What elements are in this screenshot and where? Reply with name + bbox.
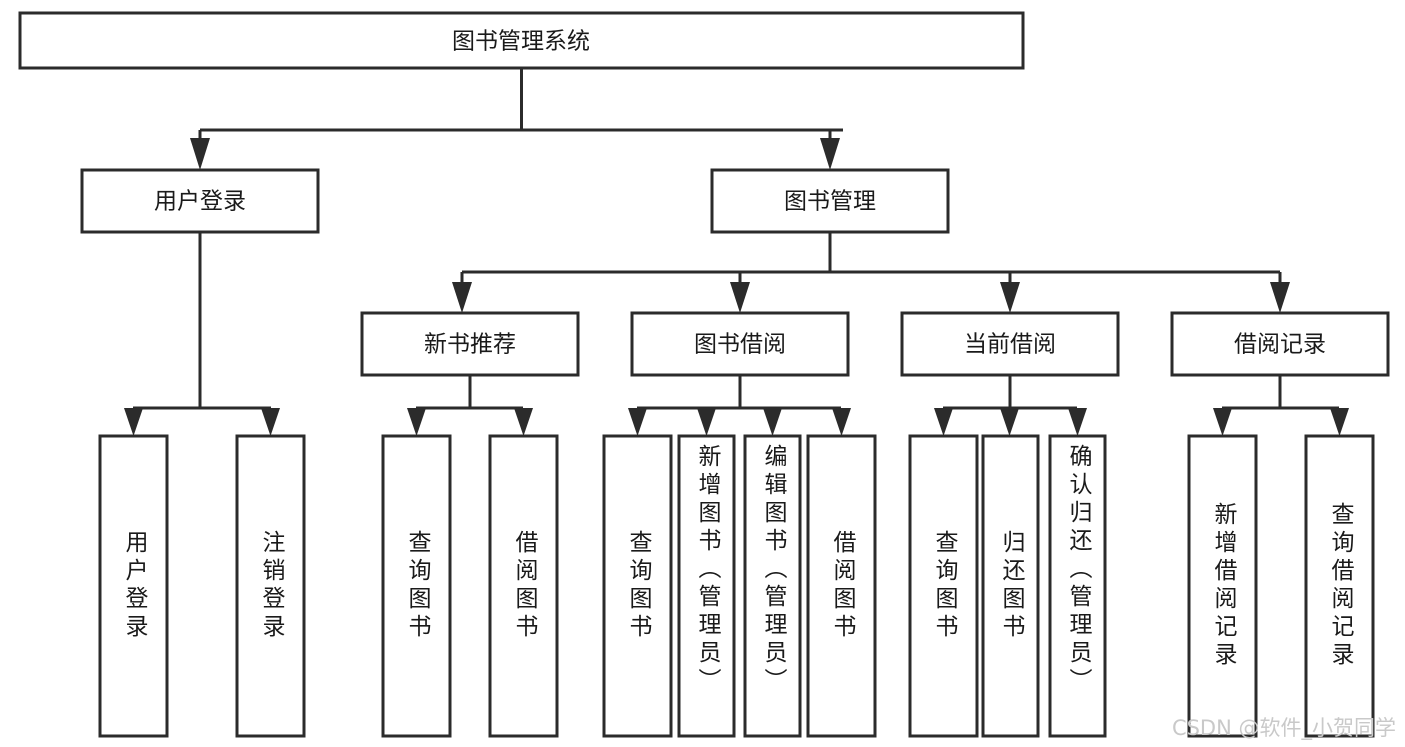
node-user-login-label: 用户登录 — [154, 189, 246, 215]
arrowhead-leaf-confirm-return — [1068, 408, 1087, 436]
node-book-borrow-box[interactable] — [630, 311, 850, 377]
leaf-box-query-record[interactable] — [1304, 434, 1375, 738]
connector-group-book-borrow — [628, 375, 851, 436]
leaf-box-logout-login[interactable] — [235, 434, 306, 738]
arrowhead-leaf-logout-login — [261, 408, 280, 436]
arrowhead-borrow-record — [1270, 282, 1290, 313]
leaf-box-borrow-book-1[interactable] — [488, 434, 559, 738]
arrowhead-leaf-borrow-book-1 — [514, 408, 533, 436]
arrowhead-leaf-query-record — [1330, 408, 1349, 436]
arrowhead-leaf-query-book-3 — [934, 408, 953, 436]
leaf-box-edit-book[interactable] — [743, 434, 802, 738]
arrowhead-book-borrow — [730, 282, 750, 313]
connector-group-borrow-record — [1213, 375, 1349, 436]
node-user-login[interactable]: 用户登录 — [80, 168, 320, 234]
node-new-book-recommend-box[interactable] — [360, 311, 580, 377]
node-new-book-recommend[interactable]: 新书推荐 — [360, 311, 580, 377]
connector-group-new-book-recommend — [407, 375, 533, 436]
leaf-box-user-login[interactable] — [98, 434, 169, 738]
node-root[interactable]: 图书管理系统 — [18, 11, 1025, 70]
node-root-label: 图书管理系统 — [452, 29, 590, 55]
node-borrow-record-label: 借阅记录 — [1234, 332, 1326, 358]
arrowhead-leaf-return-book — [1000, 408, 1019, 436]
node-borrow-record[interactable]: 借阅记录 — [1170, 311, 1390, 377]
leaf-box-query-book-1[interactable] — [381, 434, 452, 738]
leaf-box-query-book-2[interactable] — [602, 434, 673, 738]
node-book-borrow[interactable]: 图书借阅 — [630, 311, 850, 377]
node-root-box[interactable] — [18, 11, 1025, 70]
arrowhead-book-manage — [820, 138, 840, 170]
leaf-box-add-record[interactable] — [1187, 434, 1258, 738]
connector-group-root — [190, 68, 843, 170]
arrowhead-leaf-add-record — [1213, 408, 1232, 436]
arrowhead-user-login — [190, 138, 210, 170]
node-book-manage-box[interactable] — [710, 168, 950, 234]
leaf-box-query-book-3[interactable] — [908, 434, 979, 738]
node-borrow-record-box[interactable] — [1170, 311, 1390, 377]
arrowhead-leaf-borrow-book-2 — [832, 408, 851, 436]
leaf-box-borrow-book-2[interactable] — [806, 434, 877, 738]
node-book-borrow-label: 图书借阅 — [694, 332, 786, 358]
node-current-borrow[interactable]: 当前借阅 — [900, 311, 1120, 377]
node-user-login-box[interactable] — [80, 168, 320, 234]
arrowhead-leaf-edit-book — [763, 408, 782, 436]
connector-group-current-borrow — [934, 375, 1087, 436]
leaf-box-return-book[interactable] — [981, 434, 1040, 738]
arrowhead-current-borrow — [1000, 282, 1020, 313]
node-book-manage[interactable]: 图书管理 — [710, 168, 950, 234]
connector-group-user-login — [124, 232, 280, 436]
leaf-box-confirm-return[interactable] — [1048, 434, 1107, 738]
node-book-manage-label: 图书管理 — [784, 189, 876, 215]
leaf-boxes — [98, 434, 1375, 738]
connector-group-book-manage — [452, 232, 1290, 313]
arrowhead-leaf-add-book — [697, 408, 716, 436]
arrowhead-leaf-query-book-1 — [407, 408, 426, 436]
arrowhead-new-book-recommend — [452, 282, 472, 313]
csdn-watermark: CSDN @软件_小贺同学 — [1172, 716, 1396, 741]
leaf-box-add-book[interactable] — [677, 434, 736, 738]
node-current-borrow-box[interactable] — [900, 311, 1120, 377]
arrowhead-leaf-query-book-2 — [628, 408, 647, 436]
arrowhead-leaf-user-login — [124, 408, 143, 436]
node-new-book-recommend-label: 新书推荐 — [424, 332, 516, 358]
node-current-borrow-label: 当前借阅 — [964, 332, 1056, 358]
